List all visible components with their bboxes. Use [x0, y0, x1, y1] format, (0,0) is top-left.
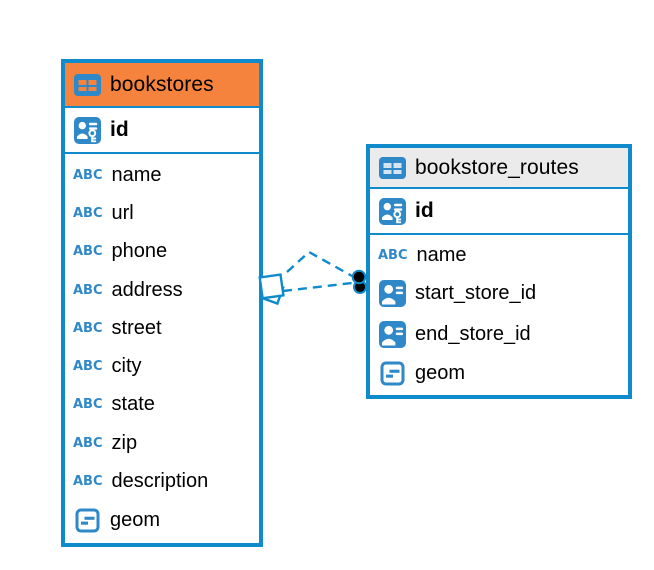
column-row[interactable]: ABC zip [65, 424, 259, 462]
column-label: geom [110, 509, 161, 532]
column-label: name [111, 163, 162, 186]
column-label: start_store_id [415, 282, 537, 305]
table-bookstores[interactable]: bookstores id ABC [61, 59, 263, 547]
primary-key-icon [73, 116, 101, 144]
column-label: end_store_id [415, 322, 531, 345]
column-row-id[interactable]: id [65, 108, 259, 154]
column-label: description [111, 470, 209, 493]
column-row[interactable]: ABC state [65, 386, 259, 424]
column-label: state [111, 393, 155, 416]
column-row[interactable]: ABC city [65, 347, 259, 385]
table-title: bookstore_routes [415, 155, 579, 179]
text-type-icon: ABC [73, 397, 103, 413]
text-type-icon: ABC [73, 359, 103, 375]
column-row[interactable]: end_store_id [370, 314, 628, 355]
column-row[interactable]: ABC name [370, 237, 628, 274]
text-type-icon: ABC [73, 435, 103, 451]
column-label: phone [111, 240, 168, 263]
table-bookstore-routes[interactable]: bookstore_routes id ABC [366, 144, 632, 399]
text-type-icon: ABC [73, 474, 103, 490]
one-end-marker [351, 269, 367, 294]
column-label: zip [111, 431, 138, 454]
table-icon [73, 73, 101, 96]
primary-key-icon [378, 197, 406, 225]
columns-compartment: ABC name start_store_id [370, 235, 628, 395]
column-row[interactable]: geom [370, 355, 628, 394]
column-row-id[interactable]: id [370, 189, 628, 235]
text-type-icon: ABC [73, 167, 103, 183]
column-row[interactable]: geom [65, 501, 259, 541]
geometry-type-icon [73, 508, 101, 533]
column-label: url [111, 201, 134, 224]
table-header[interactable]: bookstores [65, 63, 259, 108]
column-row[interactable]: start_store_id [370, 274, 628, 315]
text-type-icon: ABC [73, 320, 103, 336]
column-row[interactable]: ABC address [65, 271, 259, 309]
columns-compartment: ABC name ABC url ABC phone ABC address A… [65, 154, 259, 543]
text-type-icon: ABC [378, 247, 408, 263]
table-icon [378, 156, 406, 179]
column-row[interactable]: ABC street [65, 309, 259, 347]
column-label: id [110, 118, 129, 141]
column-label: geom [415, 362, 466, 385]
table-header[interactable]: bookstore_routes [370, 148, 628, 189]
column-label: city [111, 355, 142, 378]
column-row[interactable]: ABC description [65, 462, 259, 500]
column-label: street [111, 316, 162, 339]
many-end-marker [258, 273, 285, 306]
column-row[interactable]: ABC name [65, 156, 259, 194]
column-row[interactable]: ABC phone [65, 233, 259, 271]
column-row[interactable]: ABC url [65, 194, 259, 232]
column-label: name [416, 243, 467, 266]
foreign-key-icon [378, 320, 406, 348]
text-type-icon: ABC [73, 282, 103, 298]
column-label: id [415, 199, 434, 222]
fk-line-lower[interactable] [282, 281, 353, 293]
foreign-key-icon [378, 280, 406, 308]
table-title: bookstores [110, 72, 214, 96]
geometry-type-icon [378, 361, 406, 386]
text-type-icon: ABC [73, 205, 103, 221]
column-label: address [111, 278, 183, 301]
fk-line-upper[interactable] [286, 250, 353, 278]
text-type-icon: ABC [73, 244, 103, 260]
